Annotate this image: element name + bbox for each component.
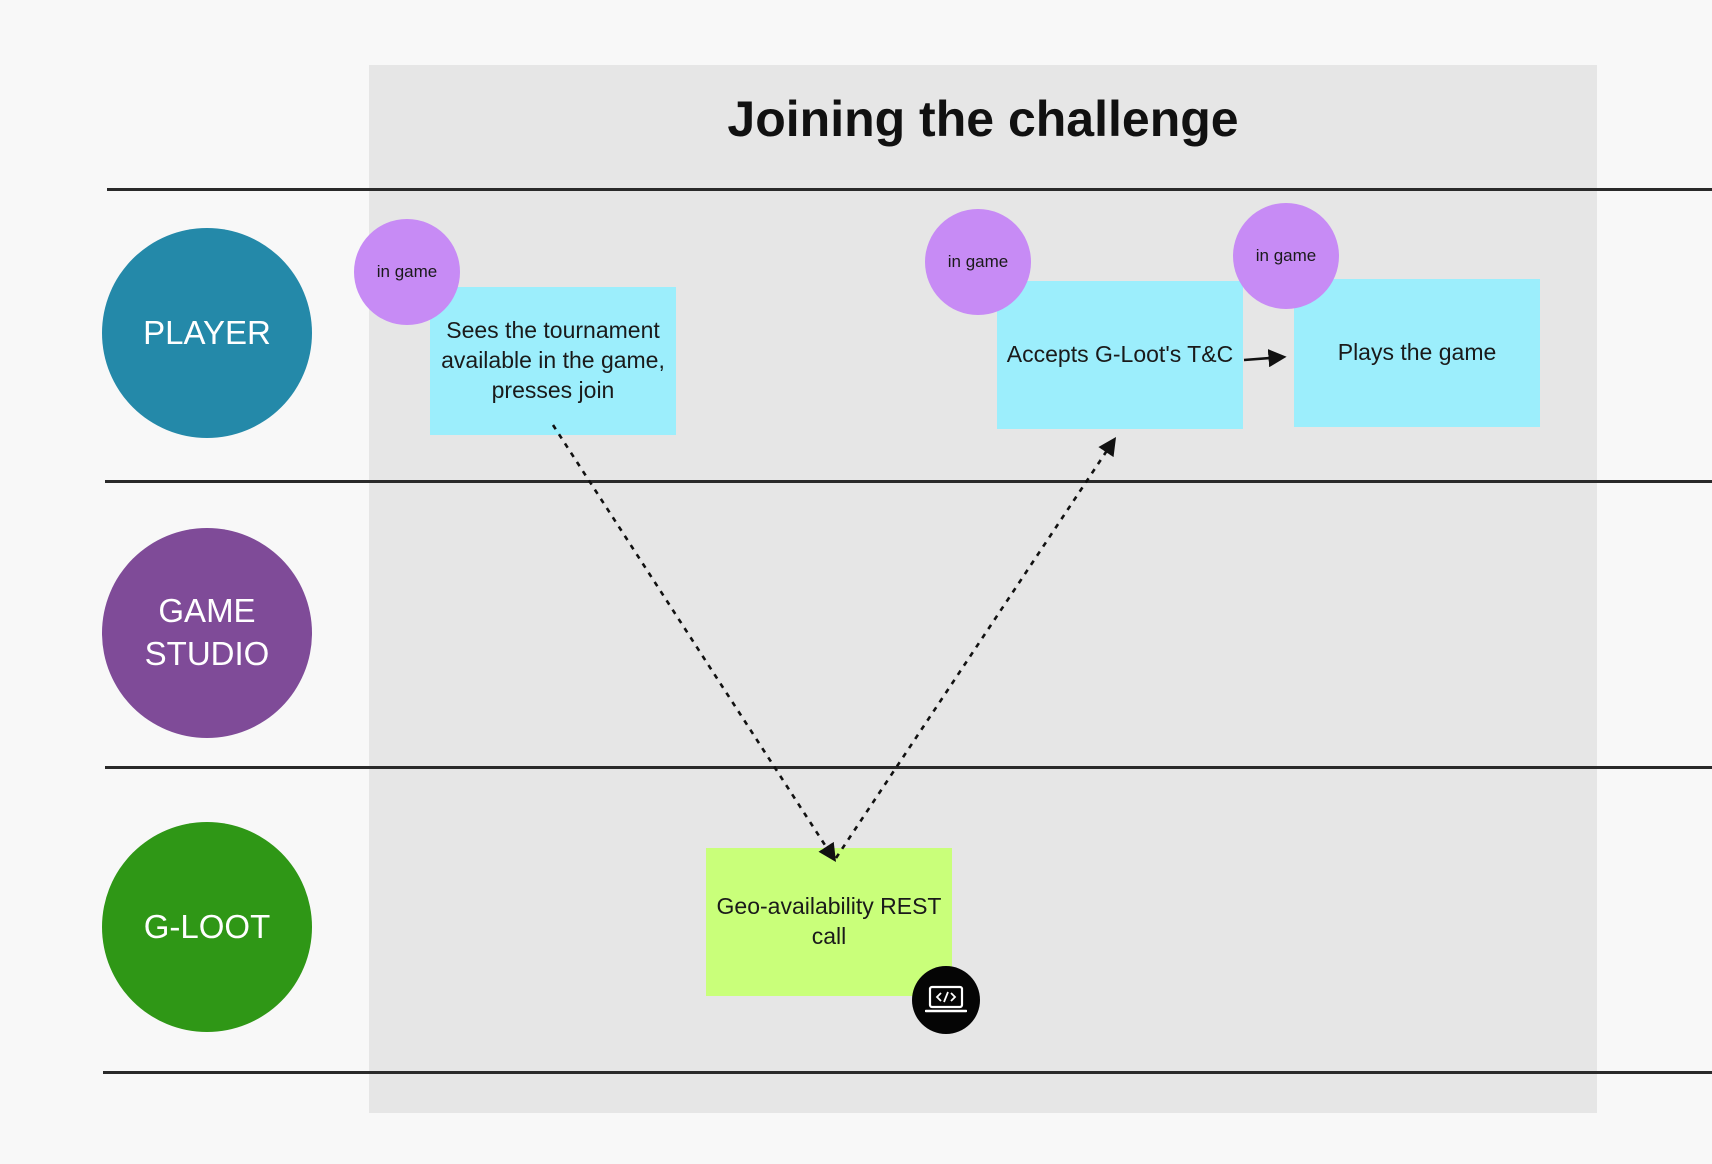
- in-game-tag: in game: [354, 219, 460, 325]
- laptop-code-icon: [912, 966, 980, 1034]
- lane-player: PLAYER: [102, 228, 312, 438]
- in-game-tag: in game: [925, 209, 1031, 315]
- lane-divider-top: [107, 188, 1712, 191]
- lane-game-studio: GAME STUDIO: [102, 528, 312, 738]
- lane-divider-player-studio: [105, 480, 1712, 483]
- sticky-geo-rest-call[interactable]: Geo-availability REST call: [706, 848, 952, 996]
- lane-divider-studio-gloot: [105, 766, 1712, 769]
- sticky-sees-tournament[interactable]: Sees the tournament available in the gam…: [430, 287, 676, 435]
- lane-g-loot: G-LOOT: [102, 822, 312, 1032]
- arrow-join-to-geo: [551, 424, 836, 863]
- in-game-tag: in game: [1233, 203, 1339, 309]
- page-title: Joining the challenge: [727, 91, 1239, 147]
- arrow-accept-to-play: [1243, 349, 1287, 368]
- sticky-accepts-tc[interactable]: Accepts G-Loot's T&C: [997, 281, 1243, 429]
- arrow-geo-to-accept: [834, 436, 1117, 859]
- lane-divider-bottom: [103, 1071, 1712, 1074]
- sticky-plays-game[interactable]: Plays the game: [1294, 279, 1540, 427]
